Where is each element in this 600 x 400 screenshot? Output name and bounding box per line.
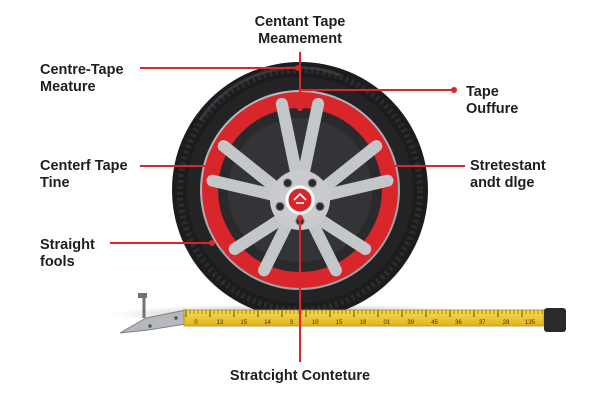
lug-nuts (275, 178, 325, 226)
lug-nut (307, 178, 318, 188)
tape-number: 37 (479, 320, 486, 326)
tape-case (544, 308, 566, 332)
tape-number: 01 (384, 320, 391, 326)
spoke (258, 215, 295, 277)
lug-nut (275, 201, 285, 212)
tape-number: 14 (264, 320, 271, 326)
spoke (305, 215, 342, 277)
label-right-1: Tape Ouffure (466, 84, 519, 117)
spoke (315, 140, 383, 196)
label-left-1: Centre-Tape Meature (40, 62, 124, 95)
measuring-tape: 0 13 15 14 3 10 15 18 01 39 45 36 37 28 135 (119, 293, 566, 334)
spoke (297, 97, 325, 183)
spoke (310, 211, 372, 255)
tape-number: 15 (240, 320, 247, 326)
spoke (206, 174, 283, 202)
tape-number: 0 (194, 320, 198, 326)
label-left-2: Centerf Tape Tine (40, 158, 128, 191)
leader-end-dots (209, 65, 457, 246)
tape-number: 135 (525, 320, 536, 326)
tape-ticks (185, 310, 543, 317)
spoke (217, 140, 285, 196)
spoke (228, 211, 290, 255)
tape-number: 10 (312, 320, 319, 326)
lug-nut (282, 178, 293, 188)
leader-lines (110, 52, 465, 362)
tape-number: 3 (290, 320, 294, 326)
tape-number: 18 (360, 320, 367, 326)
spoke (317, 174, 394, 202)
spokes (206, 97, 394, 277)
label-bottom: Stratcight Conteture (229, 368, 371, 384)
spoke (275, 97, 303, 183)
tape-number: 28 (503, 320, 510, 326)
tape-number: 36 (455, 320, 462, 326)
lug-nut (315, 201, 325, 212)
tape-number: 15 (336, 320, 343, 326)
label-top: Centant Tape Meamement (254, 14, 346, 47)
label-right-2: Stretestant andt dlge (470, 158, 546, 191)
center-cap (285, 185, 315, 215)
label-left-3: Straight fools (40, 237, 95, 270)
tape-number: 13 (217, 320, 224, 326)
tape-number: 39 (407, 320, 414, 326)
tape-numbers: 0 13 15 14 3 10 15 18 01 39 45 36 37 28 135 (194, 320, 535, 326)
tape-number: 45 (431, 320, 438, 326)
